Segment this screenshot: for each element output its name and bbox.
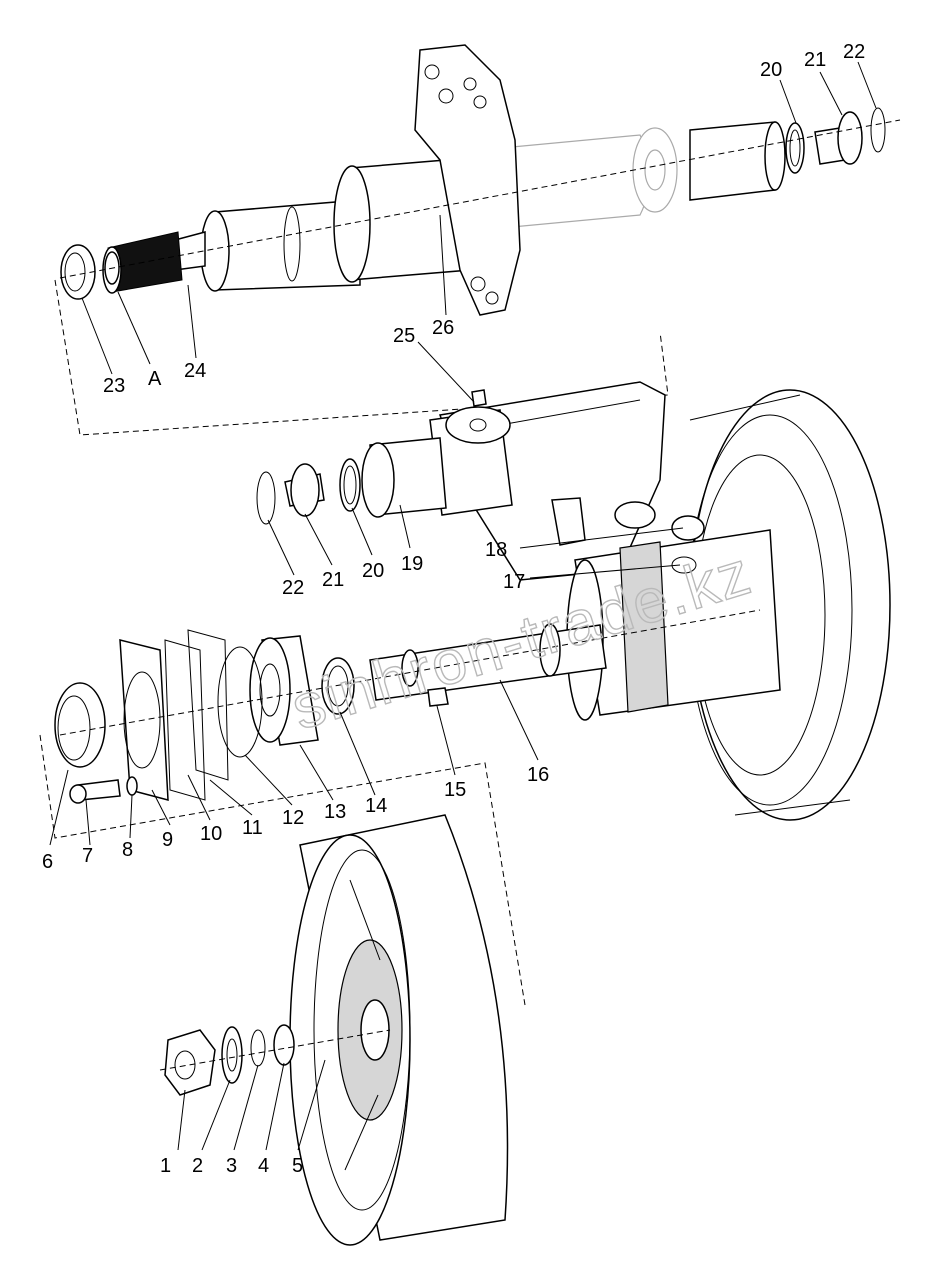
axle-shaft-assembly [59, 44, 901, 316]
callout-23: 23 [103, 375, 125, 397]
front-wheel-assembly [159, 814, 509, 1246]
callout-labels: 1 2 3 4 5 6 7 8 9 10 11 12 13 14 15 16 1… [42, 41, 865, 1177]
callout-17: 17 [503, 571, 525, 593]
callout-21-upper: 21 [804, 49, 826, 71]
callout-2: 2 [192, 1155, 203, 1177]
callout-7: 7 [82, 845, 93, 867]
assembly-reference-frame-lower [39, 734, 526, 1006]
callout-13: 13 [324, 801, 346, 823]
leader-lines [49, 61, 877, 1151]
callout-11: 11 [242, 817, 263, 839]
callout-18: 18 [485, 539, 507, 561]
assembly-reference-frame-upper [54, 279, 669, 436]
callout-4: 4 [258, 1155, 269, 1177]
callout-19: 19 [401, 553, 423, 575]
callout-A: A [148, 368, 162, 390]
callout-24: 24 [184, 360, 206, 382]
callout-21-lower: 21 [322, 569, 344, 591]
callout-22-lower: 22 [282, 577, 304, 599]
callout-6: 6 [42, 851, 53, 873]
callout-20-lower: 20 [362, 560, 384, 582]
callout-1: 1 [160, 1155, 171, 1177]
hub-assembly [54, 381, 891, 821]
callout-14: 14 [365, 795, 387, 817]
callout-16: 16 [527, 764, 549, 786]
callout-12: 12 [282, 807, 304, 829]
callout-20-upper: 20 [760, 59, 782, 81]
callout-3: 3 [226, 1155, 237, 1177]
callout-9: 9 [162, 829, 173, 851]
callout-25: 25 [393, 325, 415, 347]
callout-22-upper: 22 [843, 41, 865, 63]
callout-26: 26 [432, 317, 454, 339]
callout-5: 5 [292, 1155, 303, 1177]
callout-15: 15 [444, 779, 466, 801]
callout-10: 10 [200, 823, 222, 845]
callout-8: 8 [122, 839, 133, 861]
